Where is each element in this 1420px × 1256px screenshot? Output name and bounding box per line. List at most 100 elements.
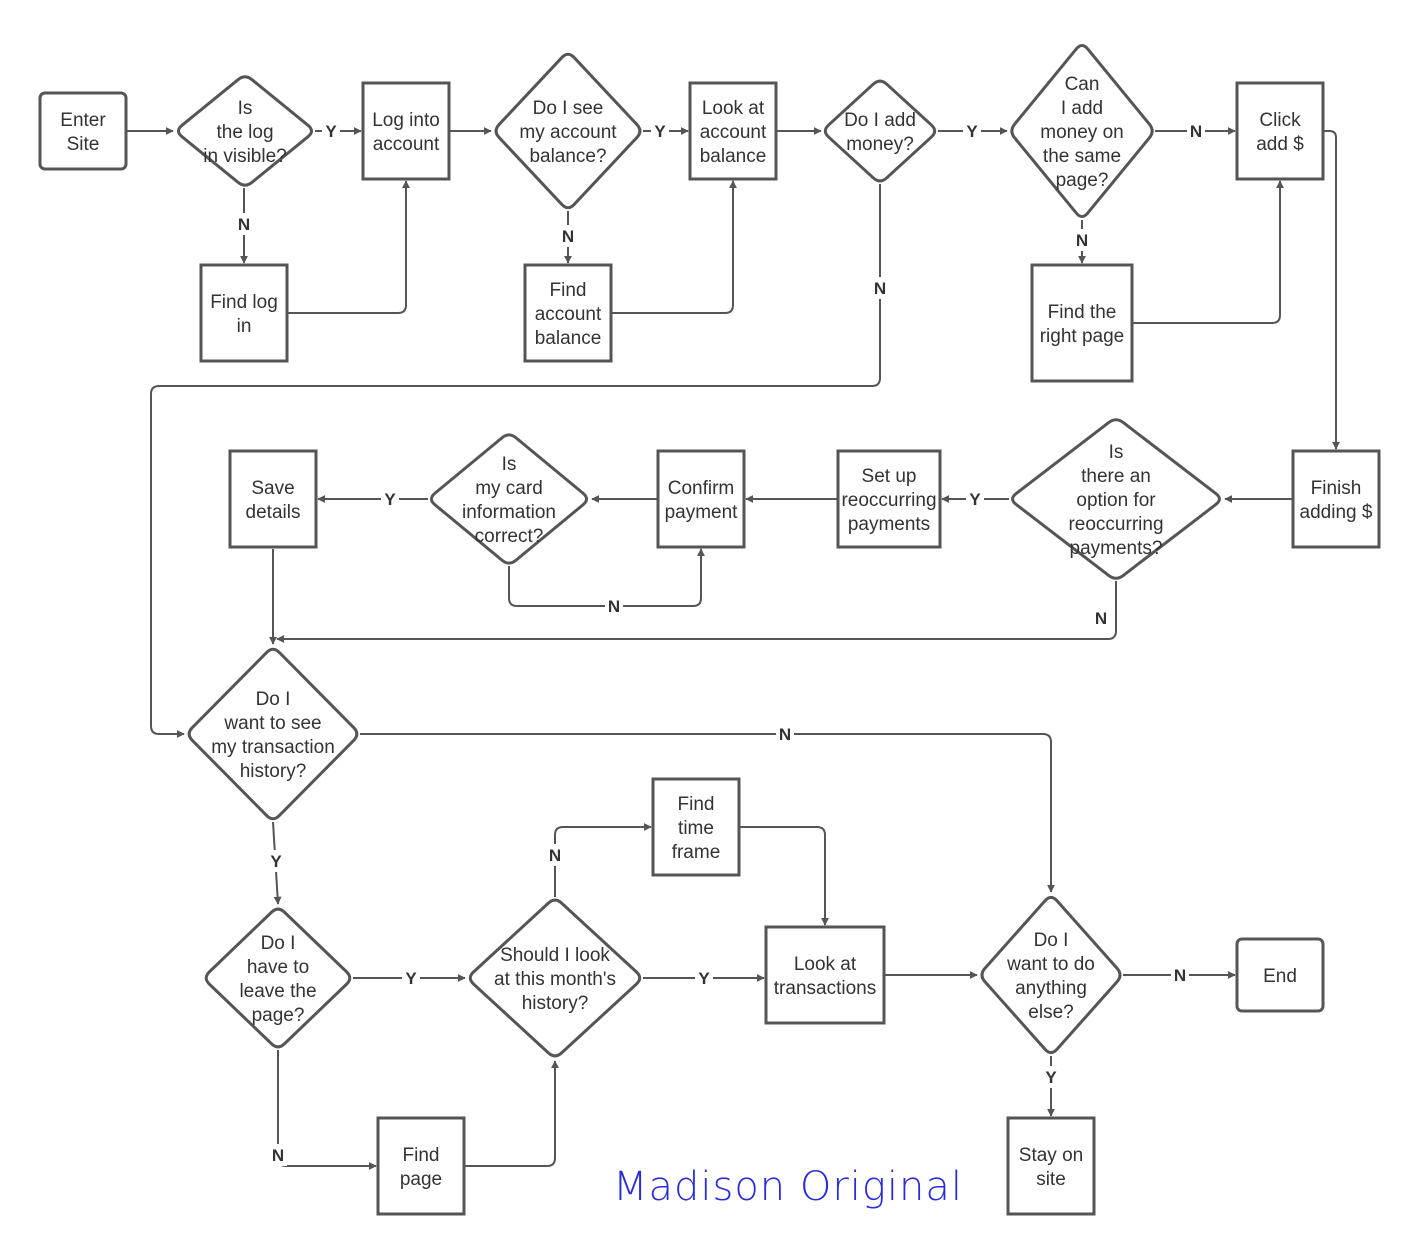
node-label: payments? [1070,538,1163,559]
edge-label: N [549,846,561,865]
edge-label-bg [1187,120,1205,142]
node-label: page? [1056,170,1109,191]
node-label: money? [846,134,914,155]
node-label: Should I look [500,945,610,966]
node-label: adding $ [1300,502,1373,523]
edge-label-bg [322,120,340,142]
edge-findpage-to-d_month [464,1060,559,1167]
node-label: balance [700,146,767,167]
process-box [836,449,942,549]
node-label: Find log [210,292,278,313]
node-label: leave the [239,981,316,1002]
node-label: my card [475,478,543,499]
decision-diamond [823,79,937,183]
edge-label-bg [1171,964,1189,986]
process-box [523,263,613,363]
node-label: Can [1065,74,1100,95]
process-box [688,81,778,181]
process-box [376,1116,466,1216]
node-label: Look at [794,954,857,975]
node-label: correct? [475,526,544,547]
node-label: site [1036,1169,1066,1190]
process-box [1291,449,1381,549]
edge-d_reoccur-to-d_history [276,581,1117,643]
node-label: balance? [529,146,606,167]
edge-d_history-to-d_else [360,733,1055,893]
edge-label: N [1174,966,1186,985]
node-label: balance [535,328,602,349]
node-label: money on [1040,122,1123,143]
node-label: transactions [774,978,876,999]
node-label: reoccurring [1068,514,1163,535]
node-label: Is [1109,442,1124,463]
terminal-box [1235,937,1325,1013]
node-label: history? [522,993,589,1014]
edge-label: N [1076,231,1088,250]
edge-label-bg [381,488,399,510]
node-label: details [246,502,301,523]
node-label: page [400,1169,442,1190]
node-label: information [462,502,556,523]
terminal-box [38,91,128,171]
node-label: history? [240,761,307,782]
edge-findright-to-clickadd [1132,180,1284,324]
node-label: Find [403,1145,440,1166]
edge-label: Y [969,490,981,509]
node-label: add $ [1256,134,1304,155]
node-confirm: Confirm payment [656,449,746,549]
edge-findbal-to-lookbal [611,180,737,314]
node-d_login: Is the log in visible? [177,75,313,187]
node-label: Do I [1034,930,1069,951]
decision-diamond [429,433,589,565]
node-d_balance: Do I see my account balance? [494,52,642,210]
edge-label-bg [1092,607,1110,629]
decision-diamond [187,647,359,821]
decision-diamond [177,75,313,187]
node-label: Do I see [533,98,604,119]
node-label: Is [502,454,517,475]
edge-label-bg [269,1144,287,1166]
node-label: Is [238,98,253,119]
edge-d_leave-to-findpage [277,1050,377,1170]
node-looktrans: Look at transactions [764,925,886,1025]
node-label: account [373,134,440,155]
edge-label-bg [546,844,564,866]
node-label: option for [1076,490,1156,511]
node-label: Do I [261,933,296,954]
node-label: account [535,304,602,325]
node-d_card: Is my card information correct? [429,433,589,565]
node-label: Stay on [1019,1145,1083,1166]
edge-label: Y [698,969,710,988]
process-box [1030,263,1134,383]
node-label: in visible? [203,146,286,167]
node-label: reoccurring [841,490,936,511]
node-findpage: Find page [376,1116,466,1216]
edge-label-bg [235,213,253,235]
node-label: Finish [1311,478,1362,499]
edge-label: Y [384,490,396,509]
node-label: I add [1061,98,1103,119]
node-label: my account [519,122,617,143]
node-label: the log [216,122,273,143]
signature-text: Madison Original [613,1164,963,1210]
process-box [764,925,886,1025]
node-end: End [1235,937,1325,1013]
edge-label: Y [654,122,666,141]
node-label: payment [665,502,739,523]
edge-label: N [562,227,574,246]
node-label: Confirm [668,478,735,499]
node-label: the same [1043,146,1121,167]
